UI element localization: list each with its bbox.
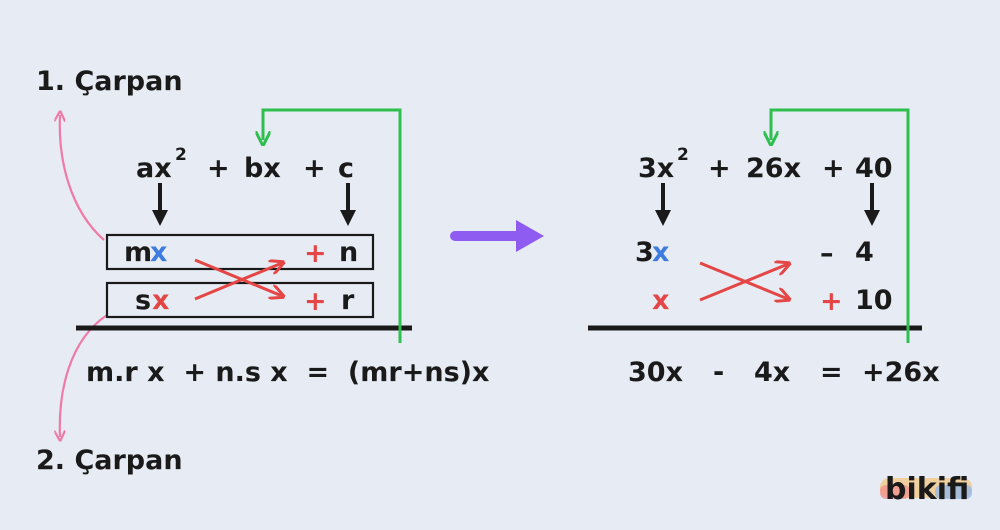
pink-arrow-to-factor1 (60, 115, 105, 241)
transition-arrow-head (516, 220, 544, 252)
const-r: r (341, 285, 355, 316)
example-result-minus: - (713, 357, 724, 388)
const-n: n (339, 237, 358, 268)
example-sign-minus: – (820, 238, 834, 269)
example-coef-3: 3 (635, 237, 654, 268)
example-sign-plus: + (820, 286, 843, 317)
logo-highlight-red (880, 485, 910, 499)
example-plus-1: + (708, 153, 731, 184)
cross-arrow-up (194, 263, 282, 301)
plus-1: + (207, 153, 230, 184)
var-x-red: x (152, 285, 169, 316)
term-bx: bx (244, 153, 281, 184)
logo-highlight-blue (935, 485, 972, 499)
bikifi-logo: bikifi (880, 472, 972, 507)
example-var-x-red: x (652, 285, 669, 316)
example-cross-arrow-up (699, 264, 788, 302)
example-exponent-2: 2 (677, 145, 689, 165)
sign-plus-n: + (304, 238, 327, 269)
cross-arrow-down (194, 258, 282, 296)
logo-text: bikifi (885, 472, 969, 507)
example-term-3x: 3x (638, 153, 674, 184)
general-result: m.r x + n.s x = (mr+ns)x (86, 357, 489, 388)
example-term-40: 40 (855, 153, 893, 184)
example-const-10: 10 (855, 285, 893, 316)
factor2-label: 2. Çarpan (36, 445, 183, 476)
factor1-box (105, 233, 375, 271)
pink-arrow-to-factor2 (60, 314, 108, 437)
example-term-26x: 26x (746, 153, 801, 184)
var-x-blue: x (150, 237, 167, 268)
example-plus-2: + (822, 153, 845, 184)
example-result-26x: +26x (862, 357, 940, 388)
factor2-box (105, 281, 375, 319)
coef-m: m (124, 237, 152, 268)
sign-plus-r: + (304, 286, 327, 317)
example-result-4x: 4x (754, 357, 790, 388)
example-var-x-blue: x (652, 237, 669, 268)
term-ax: ax (136, 153, 172, 184)
exponent-2: 2 (175, 145, 187, 165)
example-result-equals: = (820, 357, 843, 388)
term-c: c (338, 153, 354, 184)
factor1-label: 1. Çarpan (36, 66, 183, 97)
example-const-4: 4 (855, 237, 874, 268)
example-result-30x: 30x (628, 357, 683, 388)
coef-s: s (135, 285, 151, 316)
green-arrow-right (771, 108, 910, 343)
green-arrow-left (263, 108, 402, 343)
plus-2: + (303, 153, 326, 184)
